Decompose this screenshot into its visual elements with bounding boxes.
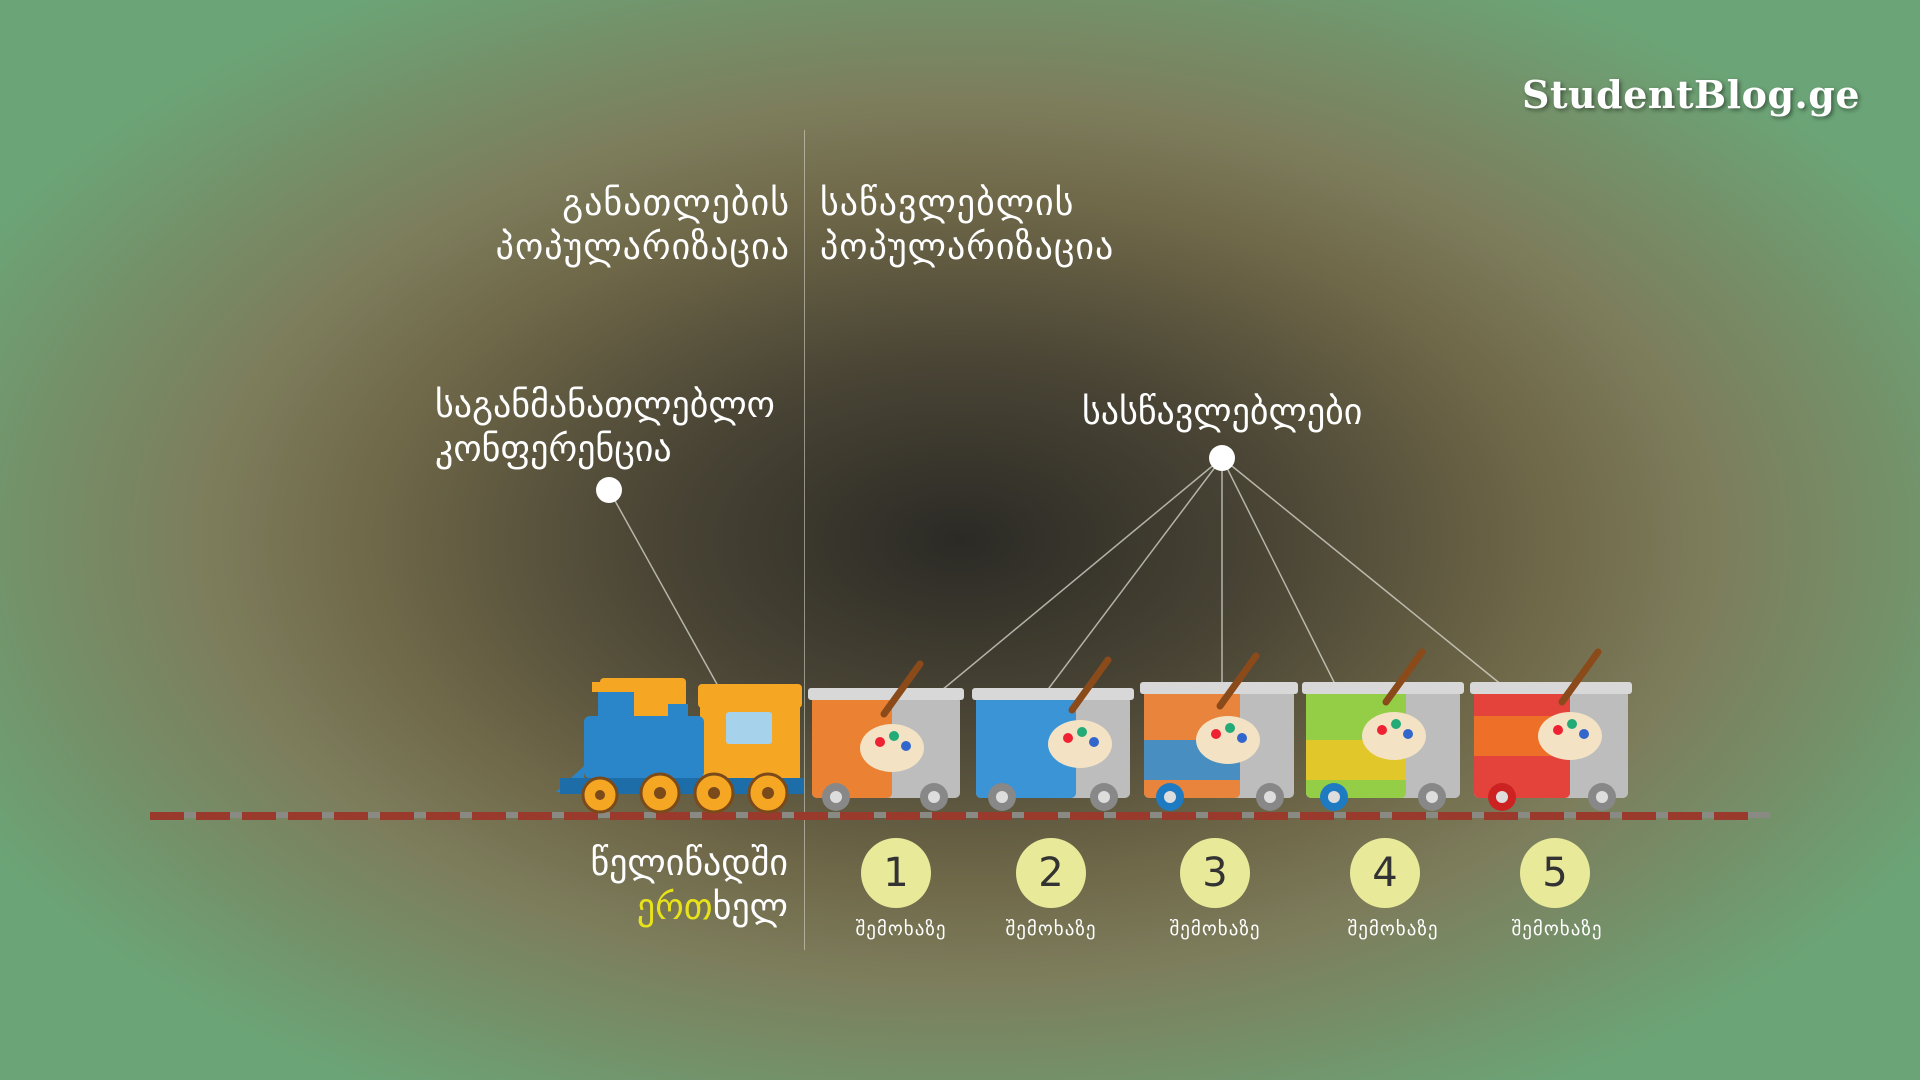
wagon-4 — [1302, 648, 1464, 811]
header-right: საწავლებლის პოპულარიზაცია — [820, 183, 1115, 268]
wagon-caption-2: შემოხაზე — [1005, 918, 1097, 940]
wagon-number-3: 3 — [1180, 838, 1250, 908]
once-line-2: ერთხელ — [591, 886, 788, 930]
wagon-caption-4: შემოხაზე — [1347, 918, 1439, 940]
header-left: განათლების პოპულარიზაცია — [495, 183, 790, 268]
rail-track — [150, 812, 1770, 820]
wagon-number-5: 5 — [1520, 838, 1590, 908]
center-divider — [804, 130, 805, 950]
locomotive — [556, 678, 804, 814]
wagon-caption-5: შემოხაზე — [1511, 918, 1603, 940]
once-rest: ხელ — [712, 887, 788, 928]
wagon-number-1: 1 — [861, 838, 931, 908]
connector-lines — [608, 457, 1509, 701]
wagon-3 — [1140, 652, 1298, 811]
wagon-caption-1: შემოხაზე — [855, 918, 947, 940]
once-highlight: ერთ — [636, 887, 713, 928]
wagon-caption-3: შემოხაზე — [1169, 918, 1261, 940]
wagon-number-2: 2 — [1016, 838, 1086, 908]
once-line-1: წელიწადში — [590, 843, 789, 884]
schools-dot — [1209, 445, 1235, 471]
wagon-1 — [808, 660, 964, 811]
schools-label: სასწავლებლები — [1082, 392, 1363, 433]
wagon-5 — [1470, 648, 1632, 811]
wagon-number-4: 4 — [1350, 838, 1420, 908]
brand-logo: StudentBlog.ge — [1522, 72, 1860, 117]
wagon-2 — [972, 656, 1134, 811]
conference-label: საგანმანათლებლო კონფერენცია — [435, 385, 775, 470]
once-a-year-label: წელიწადში ერთხელ — [591, 842, 789, 930]
conference-dot — [596, 477, 622, 503]
